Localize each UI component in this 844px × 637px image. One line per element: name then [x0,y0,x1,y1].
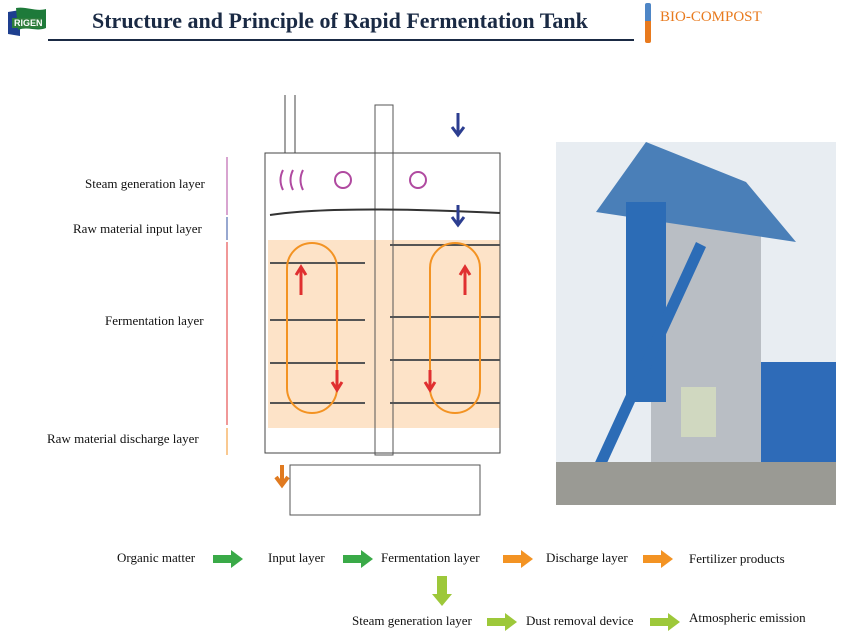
flow-fermentation-layer: Fermentation layer [381,550,480,565]
title-underline [48,39,634,41]
flow-fertilizer-products: Fertilizer products [689,551,785,566]
lime-arrow-icon [487,613,517,631]
brand-label: BIO-COMPOST [660,9,762,25]
down-arrow-icon [432,576,452,606]
page-title: Structure and Principle of Rapid Ferment… [92,8,588,33]
accent-bar [645,3,651,43]
tank-diagram [226,95,501,516]
flow-dust-removal: Dust removal device [526,613,634,628]
logo-text: RIGEN [14,18,43,28]
green-arrow-icon [343,550,373,568]
flow-discharge-layer: Discharge layer [546,550,628,565]
lime-arrow-icon [650,613,680,631]
label-steam-layer: Steam generation layer [85,176,205,191]
flow-atmospheric-emission: Atmospheric emission [689,610,806,625]
label-fermentation-layer: Fermentation layer [105,313,204,328]
logo: RIGEN [6,6,48,40]
orange-arrow-icon [503,550,533,568]
green-arrow-icon [213,550,243,568]
orange-arrow-icon [643,550,673,568]
flow-input-layer: Input layer [268,550,325,565]
flow-organic-matter: Organic matter [117,550,196,565]
label-discharge-layer: Raw material discharge layer [47,431,199,446]
tank-photo [556,142,836,505]
flow-steam-layer: Steam generation layer [352,613,472,628]
label-input-layer: Raw material input layer [73,221,202,236]
